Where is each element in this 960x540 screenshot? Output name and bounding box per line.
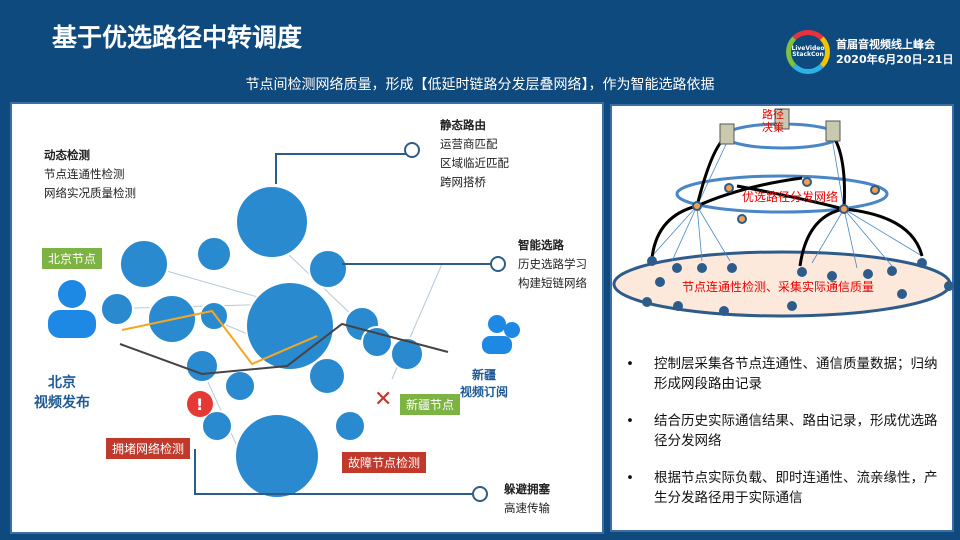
xinjiang-subscribe-label: 新疆 视频订阅 [460, 368, 509, 399]
conference-logo: LiveVideo StackCon [786, 30, 830, 74]
beijing-publish-label: 北京 视频发布 [34, 375, 90, 411]
dynamic-detection-block: 动态检测节点连通性检测网络实况质量检测 [44, 148, 136, 200]
fault-detection-tag: 故障节点检测 [342, 452, 427, 473]
summary-bullets: 控制层采集各节点连通性、通信质量数据；归纳形成网段路由记录 结合历史实际通信结果… [626, 354, 946, 525]
warning-icon [187, 391, 213, 417]
node-cluster-graph: ✕ ! [48, 142, 520, 502]
fault-x-icon: ✕ [374, 387, 392, 412]
node-clusters [100, 185, 424, 499]
server-icons [719, 108, 841, 145]
bullet-item: 控制层采集各节点连通性、通信质量数据；归纳形成网段路由记录 [626, 354, 946, 394]
page-title: 基于优选路径中转调度 [52, 23, 303, 52]
static-routing-block: 静态路由运营商匹配区域临近匹配跨网搭桥 [440, 118, 509, 189]
preferred-network-label: 优选路径分发网络 [742, 190, 839, 204]
bullet-item: 结合历史实际通信结果、路由记录，形成优选路径分发网络 [626, 411, 946, 451]
layered-network-diagram [612, 108, 954, 318]
beijing-node-tag: 北京节点 [42, 248, 103, 269]
xinjiang-node-tag: 新疆节点 [400, 394, 461, 415]
layered-network-panel: 路径 决策 优选路径分发网络 节点连通性检测、采集实际通信质量 控制层采集各节点… [610, 104, 954, 532]
subtitle: 节点间检测网络质量，形成【低延时链路分发层叠网络】，作为智能选路依据 [245, 77, 715, 93]
conference-brand: LiveVideo StackCon 首届音视频线上峰会 2020年6月20日-2… [786, 30, 953, 74]
smart-routing-block: 智能选路历史选路学习构建短链网络 [518, 238, 587, 290]
conference-name: 首届音视频线上峰会 [836, 38, 935, 51]
route-decision-label: 路径 决策 [762, 108, 784, 134]
svg-text:!: ! [196, 395, 203, 414]
conference-date: 2020年6月20日-21日 [836, 53, 954, 66]
publisher-user-icon [48, 280, 96, 338]
network-diagram-panel: ✕ ! 动态检测节点连通性检测网络实况质量检测 静态路由运营商匹配区域临近匹配跨… [10, 102, 604, 534]
bottom-layer-label: 节点连通性检测、采集实际通信质量 [682, 280, 875, 294]
congestion-detection-tag: 拥堵网络检测 [106, 438, 191, 459]
bullet-item: 根据节点实际负载、即时连通性、流亲缘性，产生分发路径用于实际通信 [626, 468, 946, 508]
subscriber-users-icon [482, 315, 520, 354]
avoid-congestion-block: 躲避拥塞高速传输 [504, 482, 550, 515]
